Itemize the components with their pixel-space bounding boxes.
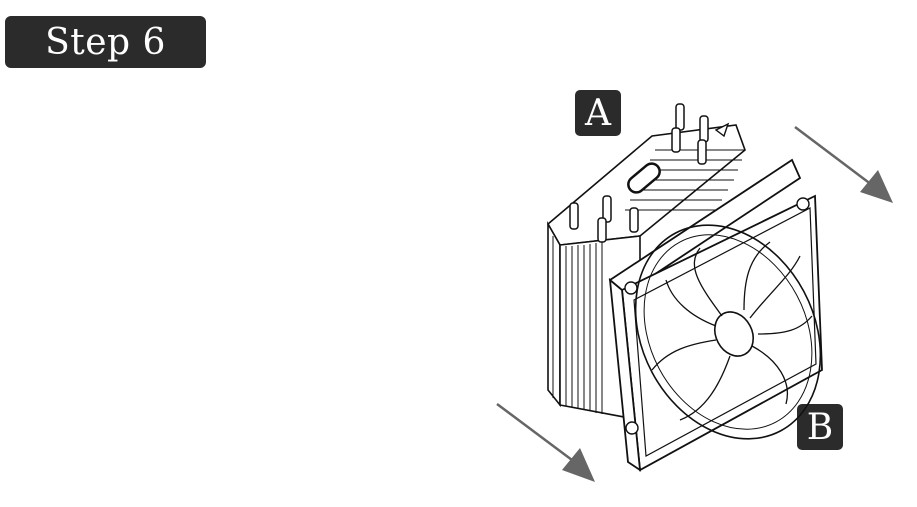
arrow-top-right	[794, 126, 893, 203]
fan	[608, 158, 823, 472]
label-a: A	[575, 90, 621, 136]
arrow-bottom-left	[496, 402, 595, 482]
step-title: Step 6	[5, 16, 206, 68]
label-b: B	[797, 404, 843, 450]
